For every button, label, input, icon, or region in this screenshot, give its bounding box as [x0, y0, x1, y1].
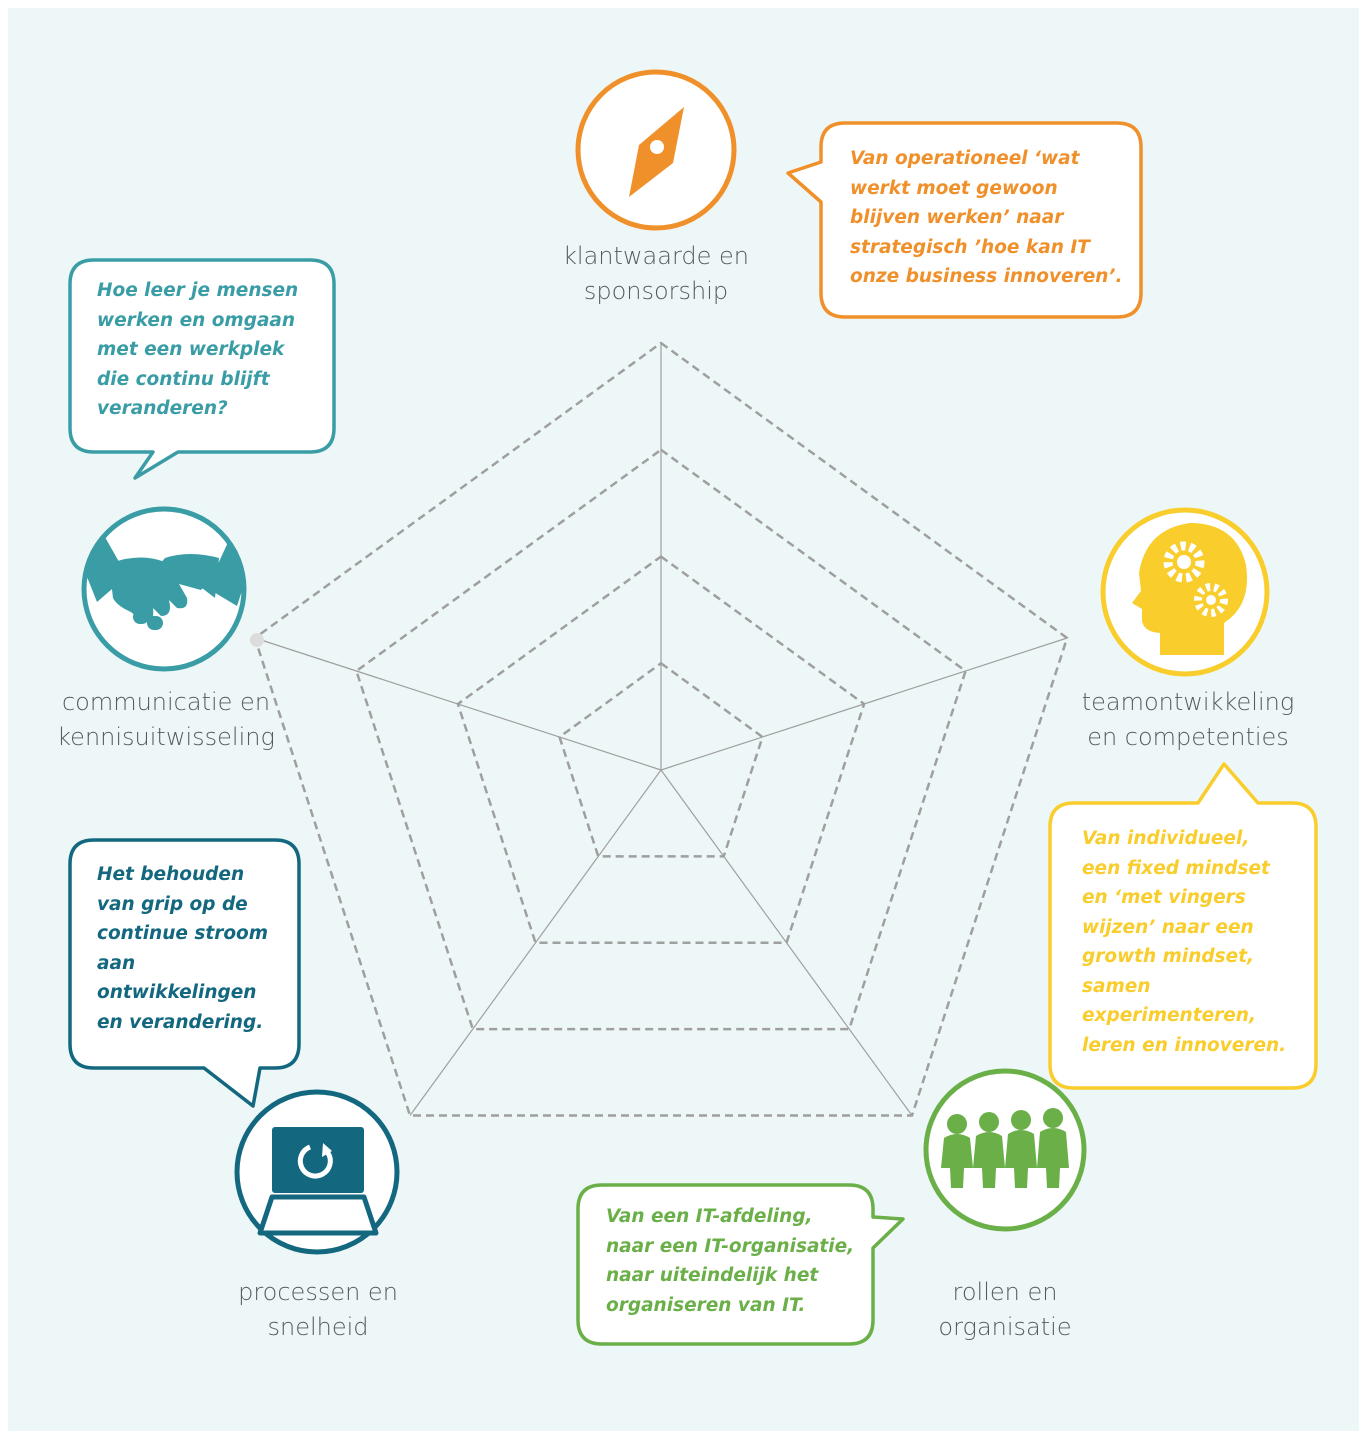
bubble-processen [68, 838, 301, 1108]
radar-axis-5 [254, 637, 662, 771]
label-rollen: rollen en organisatie [938, 1278, 1072, 1341]
radar-axis-2 [660, 637, 1068, 771]
bubble-klantwaarde [786, 121, 1143, 319]
radar-grid-ring-3 [354, 448, 968, 1031]
radar-axis-4 [409, 769, 662, 1116]
bubble-rollen [576, 1183, 905, 1346]
quote-teamontwikkeling: Van individueel, een fixed mindset en ‘m… [1082, 828, 1287, 1056]
radar-grid-ring-4 [253, 341, 1069, 1117]
bubble-communicatie [68, 258, 336, 480]
radar-grid-ring-2 [456, 554, 866, 944]
label-klantwaarde: klantwaarde en sponsorship [563, 242, 749, 305]
quote-processen: Het behouden van grip op de continue str… [97, 864, 269, 1033]
radar-chart [68, 121, 1318, 1346]
quote-rollen: Van een IT-afdeling, naar een IT-organis… [606, 1206, 855, 1316]
head-gears-icon [1100, 507, 1270, 677]
quote-klantwaarde: Van operationeel ‘wat werkt moet gewoon … [850, 148, 1123, 287]
radar-grid-ring-1 [558, 661, 764, 858]
axis-end-marker [250, 633, 264, 647]
radar-axes [254, 343, 1068, 1116]
diagram-canvas: klantwaarde en sponsorship teamontwikkel… [8, 8, 1359, 1431]
radar-grid [253, 341, 1069, 1117]
bubble-teamontwikkeling [1048, 762, 1318, 1090]
people-holding-hands-icon [923, 1068, 1087, 1232]
compass-icon [575, 69, 737, 231]
label-processen: processen en snelheid [238, 1278, 398, 1341]
laptop-refresh-icon [234, 1089, 400, 1255]
radar-axis-3 [660, 769, 913, 1116]
quote-communicatie: Hoe leer je mensen werken en omgaan met … [97, 280, 299, 419]
label-teamontwikkeling: teamontwikkeling en competenties [1081, 688, 1295, 751]
handshake-icon [81, 506, 247, 672]
label-communicatie: communicatie en kennisuitwisseling [57, 688, 275, 751]
